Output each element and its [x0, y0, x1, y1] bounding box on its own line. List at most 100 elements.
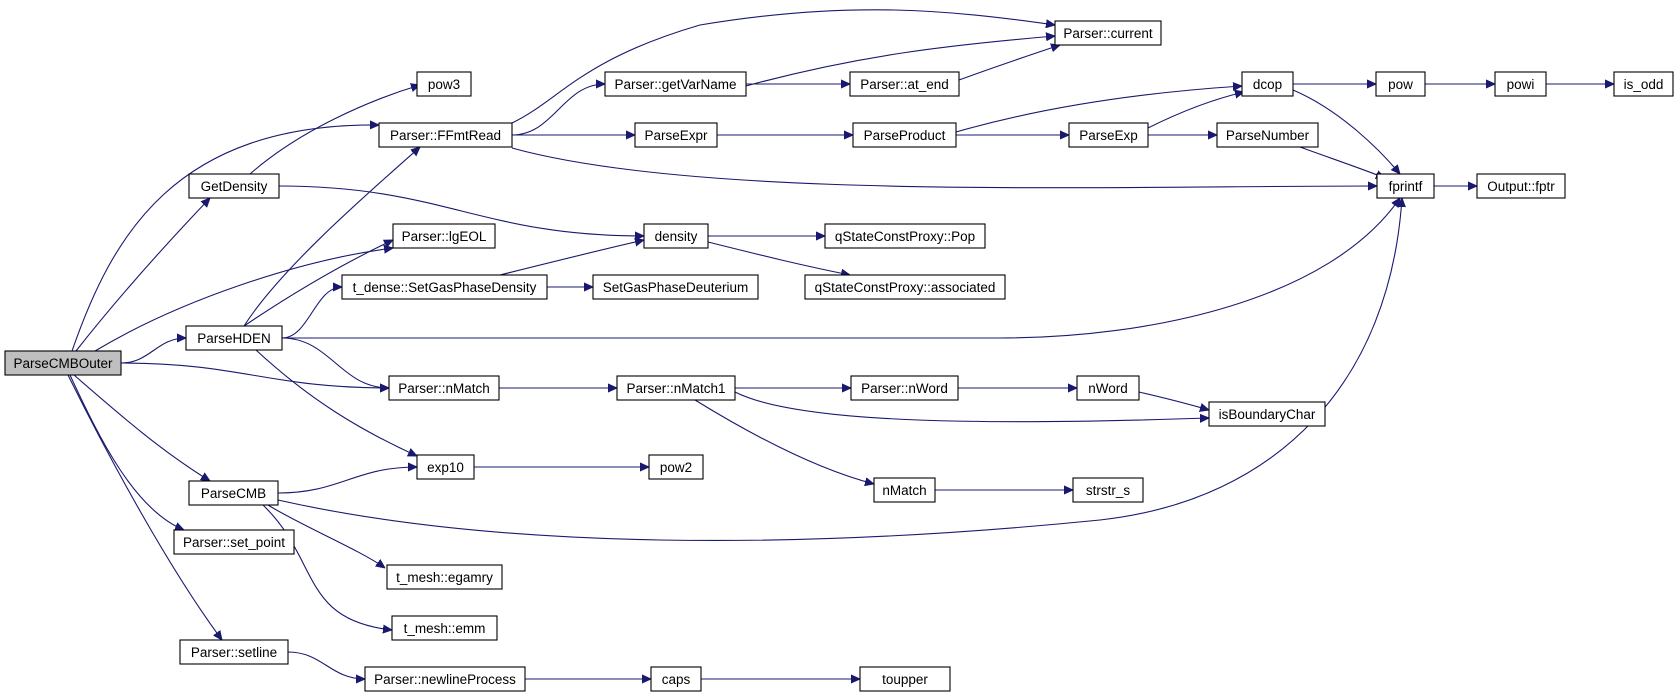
node-label: GetDensity	[201, 179, 268, 194]
node-setline[interactable]: Parser::setline	[179, 639, 289, 665]
node-is-odd[interactable]: is_odd	[1613, 71, 1674, 97]
node-box[interactable]	[1054, 20, 1162, 46]
node-n-word[interactable]: nWord	[1076, 375, 1140, 401]
node-box[interactable]	[1241, 71, 1294, 97]
edge-layer	[67, 9, 1614, 679]
node-box[interactable]	[1216, 122, 1319, 148]
node-toupper[interactable]: toupper	[859, 666, 951, 692]
node-box[interactable]	[173, 529, 295, 555]
node-box[interactable]	[416, 71, 472, 97]
edge-dcop-to-fprintf	[1292, 89, 1400, 174]
node-box[interactable]	[873, 477, 936, 503]
node-box[interactable]	[188, 173, 280, 199]
node-parse-hden[interactable]: ParseHDEN	[185, 325, 283, 351]
node-box[interactable]	[1076, 375, 1140, 401]
node-parse-expr[interactable]: ParseExpr	[634, 122, 718, 148]
node-box[interactable]	[364, 666, 526, 692]
node-box[interactable]	[1613, 71, 1674, 97]
node-set-point[interactable]: Parser::set_point	[173, 529, 295, 555]
node-pow[interactable]: pow	[1375, 71, 1426, 97]
node-box[interactable]	[4, 350, 122, 376]
node-at-end[interactable]: Parser::at_end	[849, 71, 960, 97]
node-density[interactable]: density	[643, 223, 709, 249]
node-label: powi	[1507, 77, 1535, 92]
node-pow2[interactable]: pow2	[648, 454, 704, 480]
node-associated[interactable]: qStateConstProxy::associated	[804, 274, 1006, 300]
node-label: fprintf	[1389, 179, 1423, 194]
node-emm[interactable]: t_mesh::emm	[391, 615, 498, 641]
node-box[interactable]	[188, 480, 279, 506]
node-exp10[interactable]: exp10	[416, 454, 475, 480]
node-label: nWord	[1088, 381, 1128, 396]
node-current[interactable]: Parser::current	[1054, 20, 1162, 46]
node-parse-number[interactable]: ParseNumber	[1216, 122, 1319, 148]
edge-parse-cmb-to-fprintf	[277, 198, 1402, 542]
node-box[interactable]	[643, 223, 709, 249]
edge-setline-to-newline-process	[287, 651, 365, 679]
node-powi[interactable]: powi	[1494, 71, 1547, 97]
node-parse-cmb[interactable]: ParseCMB	[188, 480, 279, 506]
edge-parse-exp-to-dcop	[1147, 92, 1244, 129]
node-set-gas-phase-deuterium[interactable]: SetGasPhaseDeuterium	[592, 274, 759, 300]
node-label: ParseExp	[1079, 128, 1138, 143]
node-box[interactable]	[1494, 71, 1547, 97]
node-box[interactable]	[1208, 401, 1326, 427]
node-box[interactable]	[378, 122, 513, 148]
node-strstr-s[interactable]: strstr_s	[1072, 477, 1144, 503]
node-fprintf[interactable]: fprintf	[1376, 173, 1435, 199]
node-box[interactable]	[850, 375, 959, 401]
node-label: Parser::current	[1063, 26, 1153, 41]
node-is-boundary-char[interactable]: isBoundaryChar	[1208, 401, 1326, 427]
node-n-match-free[interactable]: nMatch	[873, 477, 936, 503]
node-box[interactable]	[650, 666, 702, 692]
node-box[interactable]	[179, 639, 289, 665]
node-ffmt-read[interactable]: Parser::FFmtRead	[378, 122, 513, 148]
node-box[interactable]	[185, 325, 283, 351]
node-label: pow2	[660, 460, 692, 475]
node-label: Parser::set_point	[183, 535, 285, 550]
node-box[interactable]	[1068, 122, 1149, 148]
node-egamry[interactable]: t_mesh::egamry	[386, 564, 503, 590]
node-n-match1[interactable]: Parser::nMatch1	[616, 375, 736, 401]
node-box[interactable]	[616, 375, 736, 401]
node-pop[interactable]: qStateConstProxy::Pop	[824, 223, 986, 249]
node-box[interactable]	[852, 122, 957, 148]
edge-density-to-associated	[707, 241, 850, 275]
node-lg-eol[interactable]: Parser::lgEOL	[392, 223, 496, 249]
node-n-match[interactable]: Parser::nMatch	[388, 375, 500, 401]
node-get-var-name[interactable]: Parser::getVarName	[604, 71, 747, 97]
node-box[interactable]	[386, 564, 503, 590]
node-box[interactable]	[604, 71, 747, 97]
edge-parse-number-to-fprintf	[1299, 146, 1385, 178]
node-n-word-parser[interactable]: Parser::nWord	[850, 375, 959, 401]
node-box[interactable]	[388, 375, 500, 401]
node-box[interactable]	[592, 274, 759, 300]
node-box[interactable]	[416, 454, 475, 480]
node-parse-product[interactable]: ParseProduct	[852, 122, 957, 148]
node-box[interactable]	[1072, 477, 1144, 503]
node-box[interactable]	[849, 71, 960, 97]
node-pow3[interactable]: pow3	[416, 71, 472, 97]
node-caps[interactable]: caps	[650, 666, 702, 692]
node-parse-cmbouter[interactable]: ParseCMBOuter	[4, 350, 122, 376]
node-box[interactable]	[392, 223, 496, 249]
node-box[interactable]	[859, 666, 951, 692]
node-parse-exp[interactable]: ParseExp	[1068, 122, 1149, 148]
node-box[interactable]	[1376, 173, 1435, 199]
node-label: SetGasPhaseDeuterium	[603, 280, 749, 295]
node-get-density[interactable]: GetDensity	[188, 173, 280, 199]
node-dcop[interactable]: dcop	[1241, 71, 1294, 97]
node-box[interactable]	[634, 122, 718, 148]
node-set-gas-phase-density[interactable]: t_dense::SetGasPhaseDensity	[341, 274, 548, 300]
node-box[interactable]	[804, 274, 1006, 300]
node-newline-process[interactable]: Parser::newlineProcess	[364, 666, 526, 692]
node-box[interactable]	[1375, 71, 1426, 97]
node-box[interactable]	[648, 454, 704, 480]
node-box[interactable]	[1476, 173, 1566, 199]
node-box[interactable]	[391, 615, 498, 641]
node-box[interactable]	[824, 223, 986, 249]
node-box[interactable]	[341, 274, 548, 300]
node-output-fptr[interactable]: Output::fptr	[1476, 173, 1566, 199]
edge-n-word-to-is-boundary-char	[1138, 391, 1209, 410]
